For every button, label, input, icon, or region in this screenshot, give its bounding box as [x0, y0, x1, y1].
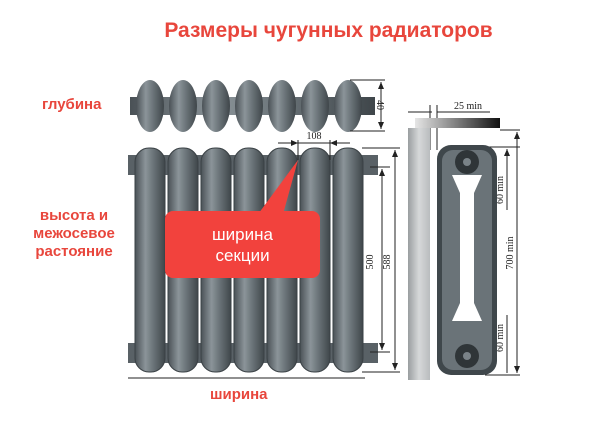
- height-dimension: 588: [382, 255, 393, 270]
- top-view-section: [202, 80, 230, 132]
- bottom-clearance-dimension: 60 min: [495, 324, 506, 352]
- window-sill: [415, 118, 500, 128]
- height-label-line1: высота и: [39, 207, 109, 224]
- top-view-section: [136, 80, 164, 132]
- axis-distance-dimension: 500: [365, 255, 376, 270]
- dimension-lines: [278, 79, 520, 376]
- width-label: ширина: [210, 386, 268, 403]
- height-label-line3: растояние: [35, 243, 113, 260]
- top-view-section: [268, 80, 296, 132]
- radiator-section: [134, 147, 166, 373]
- radiator-section: [332, 147, 364, 373]
- height-label: высота и межосевое растояние: [14, 207, 134, 261]
- callout-line1: ширина: [212, 225, 273, 244]
- top-view-section: [301, 80, 329, 132]
- wall-gap-dimension: 25 min: [454, 101, 482, 112]
- top-view-section: [169, 80, 197, 132]
- height-label-line2: межосевое: [33, 225, 115, 242]
- section-width-callout: ширина секции: [165, 211, 320, 278]
- side-view-section: [437, 145, 497, 375]
- top-view-section: [334, 80, 362, 132]
- top-clearance-dimension: 60 min: [495, 176, 506, 204]
- window-sill-dimension: 700 min: [505, 236, 516, 269]
- callout-pointer: [250, 160, 298, 225]
- wall: [408, 128, 430, 380]
- section-width-dimension: 108: [307, 131, 322, 142]
- page-title: Размеры чугунных радиаторов: [164, 19, 493, 42]
- depth-label: глубина: [42, 96, 102, 113]
- depth-dimension: 40: [374, 100, 385, 110]
- callout-line2: секции: [215, 246, 270, 265]
- top-view-section: [235, 80, 263, 132]
- top-view: [130, 80, 375, 132]
